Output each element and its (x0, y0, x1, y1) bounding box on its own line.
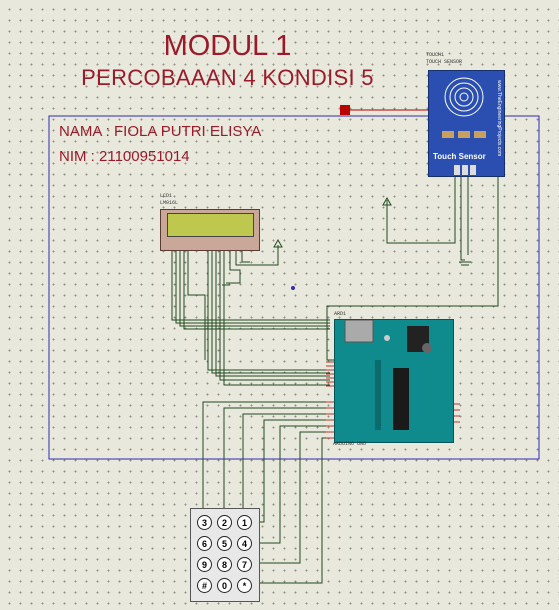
keypad-key[interactable]: 0 (217, 578, 232, 593)
power-arrow-sensor (382, 196, 392, 206)
probe-marker[interactable] (340, 105, 350, 115)
ground-symbols (222, 261, 471, 286)
keypad-key[interactable]: 8 (217, 557, 232, 572)
touch-sensor-title: Touch Sensor (433, 152, 486, 161)
touch-site-text: www.TheEngineeringProjects.com (496, 80, 502, 157)
title-modul: MODUL 1 (163, 30, 292, 62)
keypad-key[interactable]: 7 (237, 557, 252, 572)
frame-rect (48, 115, 540, 460)
keypad-key[interactable]: 4 (237, 536, 252, 551)
student-name: NAMA : FIOLA PUTRI ELISYA (59, 123, 262, 140)
lcd-ref-label: LCD1 (160, 193, 173, 199)
title-percobaan: PERCOBAAAN 4 KONDISI 5 (81, 65, 374, 90)
touch-ref-label: TOUCH1 (426, 52, 445, 58)
sensor-wires (326, 175, 499, 361)
keypad-key[interactable]: 6 (197, 536, 212, 551)
student-nim: NIM : 21100951014 (59, 148, 190, 165)
arduino-board[interactable] (334, 319, 454, 443)
lcd-screen (167, 213, 254, 237)
keypad-wires (202, 401, 330, 584)
keypad-key[interactable]: 1 (237, 515, 252, 530)
touch-sub-label: TOUCH SENSOR (426, 59, 463, 65)
keypad-key[interactable]: 3 (197, 515, 212, 530)
keypad-key[interactable]: # (197, 578, 212, 593)
keypad-key[interactable]: * (237, 578, 252, 593)
keypad-key[interactable]: 9 (197, 557, 212, 572)
touch-sensor-module[interactable] (428, 70, 505, 177)
power-arrow-lcd (273, 238, 283, 248)
keypad-module[interactable]: 3 2 1 6 5 4 9 8 7 # 0 * (190, 508, 260, 602)
arduino-ref-label: ARD1 (334, 311, 347, 317)
keypad-key[interactable]: 2 (217, 515, 232, 530)
lcd-wires (171, 245, 330, 386)
touch-pad-icon (442, 77, 486, 175)
arduino-pins (326, 361, 460, 439)
arduino-name-label: ARDUINO UNO (333, 441, 367, 447)
lcd-sub-label: LM016L (160, 200, 179, 206)
arduino-chip-icon (344, 320, 432, 430)
probe-dot (291, 286, 295, 290)
keypad-key[interactable]: 5 (217, 536, 232, 551)
